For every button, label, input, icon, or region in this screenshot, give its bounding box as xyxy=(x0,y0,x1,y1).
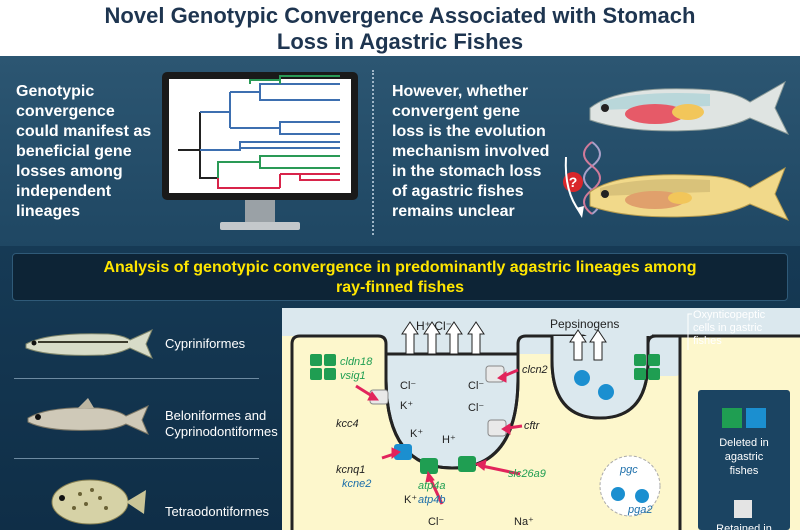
intro-right-line: remains unclear xyxy=(392,203,515,220)
fish-separator xyxy=(14,378,259,379)
gene-atp4a: atp4a xyxy=(418,480,446,492)
pepsinogens-label: Pepsinogens xyxy=(550,317,620,331)
analysis-band: Analysis of genotypic convergence in pre… xyxy=(0,246,800,530)
analysis-title: Analysis of genotypic convergence in pre… xyxy=(12,253,788,301)
oxy-line: cells in gastric xyxy=(693,322,763,334)
gene-atp4b: atp4b xyxy=(418,494,446,506)
ion-cl-bottom: Cl⁻ xyxy=(428,516,445,528)
ion-na-bottom: Na⁺ xyxy=(514,516,534,528)
oxy-line: Oxynticopeptic xyxy=(693,309,766,321)
gene-pga2: pga2 xyxy=(628,504,653,516)
legend-line: fishes xyxy=(729,465,759,477)
title-line-2: Loss in Agastric Fishes xyxy=(276,29,524,54)
proton-chloride-label: H⁺ Cl⁻ xyxy=(416,319,452,333)
ion-k-2: K⁺ xyxy=(410,428,424,440)
intro-right-line: of agastric fishes xyxy=(392,183,524,200)
intro-panel: Genotypic convergence could manifest as … xyxy=(0,56,800,246)
intro-left-line: losses among xyxy=(16,163,123,180)
oxy-pointer-line xyxy=(687,313,692,350)
analysis-title-line-2: ray-finned fishes xyxy=(335,279,465,296)
intro-left-line: beneficial gene xyxy=(16,143,132,160)
page-title: Novel Genotypic Convergence Associated w… xyxy=(0,0,800,56)
fish-comparison-illustration: ? xyxy=(563,80,790,221)
ion-cl-2: Cl⁻ xyxy=(468,380,485,392)
oxynticopeptic-label: Oxynticopeptic cells in gastric fishes xyxy=(693,309,765,348)
intro-right-line: mechanism involved xyxy=(392,143,550,160)
ion-cl-1: Cl⁻ xyxy=(400,380,417,392)
gene-kcne2: kcne2 xyxy=(342,478,372,490)
intro-left-line: independent xyxy=(16,183,112,200)
tetraodontiformes-fish-icon xyxy=(51,479,146,525)
legend-line: Retained in xyxy=(716,523,772,530)
fish-separator xyxy=(14,458,259,459)
cypriniformes-fish-icon xyxy=(25,329,153,359)
ion-cl-3: Cl⁻ xyxy=(468,402,485,414)
beloniformes-fish-icon xyxy=(27,398,149,435)
ion-k-1: K⁺ xyxy=(400,400,414,412)
gene-clcn2: clcn2 xyxy=(522,364,548,376)
ion-k-3: K⁺ xyxy=(404,494,418,506)
fish-lineage-list: Cypriniformes Beloniformes and Cyprinodo… xyxy=(0,308,278,530)
fish-label-line: Cyprinodontiformes xyxy=(165,424,278,439)
intro-right-line: in the stomach loss xyxy=(392,163,542,180)
gene-vsig1: vsig1 xyxy=(340,370,366,382)
ion-h: H⁺ xyxy=(442,434,456,446)
intro-divider xyxy=(372,70,374,235)
question-mark: ? xyxy=(569,174,578,190)
analysis-title-line-1: Analysis of genotypic convergence in pre… xyxy=(103,259,697,276)
monitor-tree-icon xyxy=(162,72,358,230)
gene-slc26a9: slc26a9 xyxy=(508,468,546,480)
intro-left-line: could manifest as xyxy=(16,123,152,140)
fish-label-cypriniformes: Cypriniformes xyxy=(165,336,246,351)
fish-label-line: Beloniformes and xyxy=(165,408,267,423)
legend-panel: Deleted in agastric fishes Retained in xyxy=(698,390,790,530)
retained-legend-swatch xyxy=(734,500,752,518)
fish-label-beloniformes: Beloniformes and Cyprinodontiformes xyxy=(165,408,278,440)
intro-left-text: Genotypic convergence could manifest as … xyxy=(16,82,151,222)
intro-left-line: Genotypic xyxy=(16,83,95,100)
gene-kcnq1: kcnq1 xyxy=(336,464,366,476)
intro-right-line: convergent gene xyxy=(392,103,521,120)
legend-line: agastric xyxy=(724,451,764,463)
intro-right-line: loss is the evolution xyxy=(392,123,546,140)
gene-cldn18: cldn18 xyxy=(340,356,373,368)
gene-kcc4: kcc4 xyxy=(336,418,359,430)
oxy-line: fishes xyxy=(693,335,722,347)
legend-retained-text: Retained in xyxy=(698,522,790,530)
intro-right-text: However, whether convergent gene loss is… xyxy=(392,82,549,222)
intro-left-line: lineages xyxy=(16,203,81,220)
gene-pgc: pgc xyxy=(620,464,638,476)
intro-right-line: However, whether xyxy=(392,83,529,100)
title-line-1: Novel Genotypic Convergence Associated w… xyxy=(104,3,696,28)
fish-label-tetraodontiformes: Tetraodontiformes xyxy=(165,504,270,519)
cell-membrane-drawing xyxy=(282,308,800,530)
gene-cftr: cftr xyxy=(524,420,540,432)
legend-deleted-text: Deleted in agastric fishes xyxy=(698,436,790,478)
intro-left-line: convergence xyxy=(16,103,115,120)
deleted-legend-swatch xyxy=(722,408,766,428)
legend-line: Deleted in xyxy=(719,437,769,449)
